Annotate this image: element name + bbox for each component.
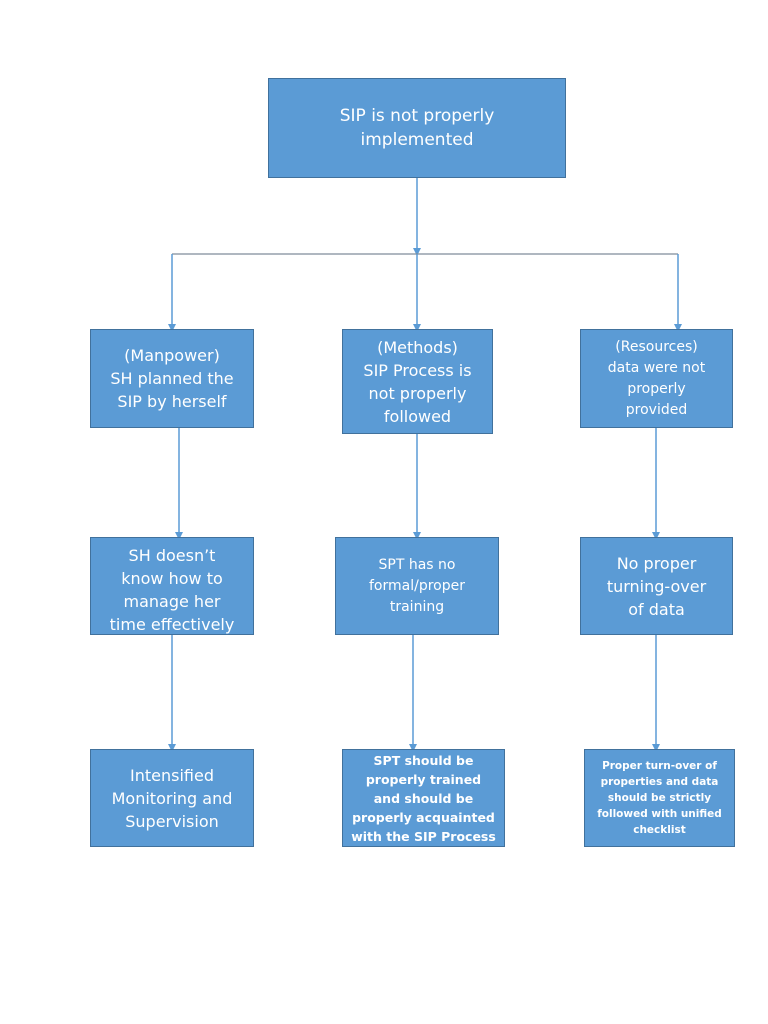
solution-text-training: SPT should be properly trained and shoul… bbox=[351, 752, 496, 844]
cause-box-methods: (Methods) SIP Process is not properly fo… bbox=[342, 329, 493, 434]
solution-text-checklist: Proper turn-over of properties and data … bbox=[597, 760, 722, 836]
root-problem-text: SIP is not properly implemented bbox=[339, 106, 495, 150]
solution-text-monitoring: Intensified Monitoring and Supervision bbox=[111, 765, 233, 831]
problem-text-turnover: No proper turning-over of data bbox=[606, 553, 707, 619]
cause-text-manpower: (Manpower) SH planned the SIP by herself bbox=[110, 346, 234, 411]
problem-box-turnover: No proper turning-over of data bbox=[580, 537, 733, 635]
problem-text-time: SH doesn’t know how to manage her time e… bbox=[109, 546, 235, 634]
problem-box-time: SH doesn’t know how to manage her time e… bbox=[90, 537, 254, 635]
problem-box-training: SPT has no formal/proper training bbox=[335, 537, 499, 635]
solution-box-checklist: Proper turn-over of properties and data … bbox=[584, 749, 735, 847]
problem-text-training: SPT has no formal/proper training bbox=[369, 556, 465, 615]
cause-box-resources: (Resources) data were not properly provi… bbox=[580, 329, 733, 428]
solution-box-monitoring: Intensified Monitoring and Supervision bbox=[90, 749, 254, 847]
solution-box-training: SPT should be properly trained and shoul… bbox=[342, 749, 505, 847]
cause-text-methods: (Methods) SIP Process is not properly fo… bbox=[363, 337, 472, 426]
cause-box-manpower: (Manpower) SH planned the SIP by herself bbox=[90, 329, 254, 428]
cause-text-resources: (Resources) data were not properly provi… bbox=[607, 338, 706, 418]
root-problem-box: SIP is not properly implemented bbox=[268, 78, 566, 178]
